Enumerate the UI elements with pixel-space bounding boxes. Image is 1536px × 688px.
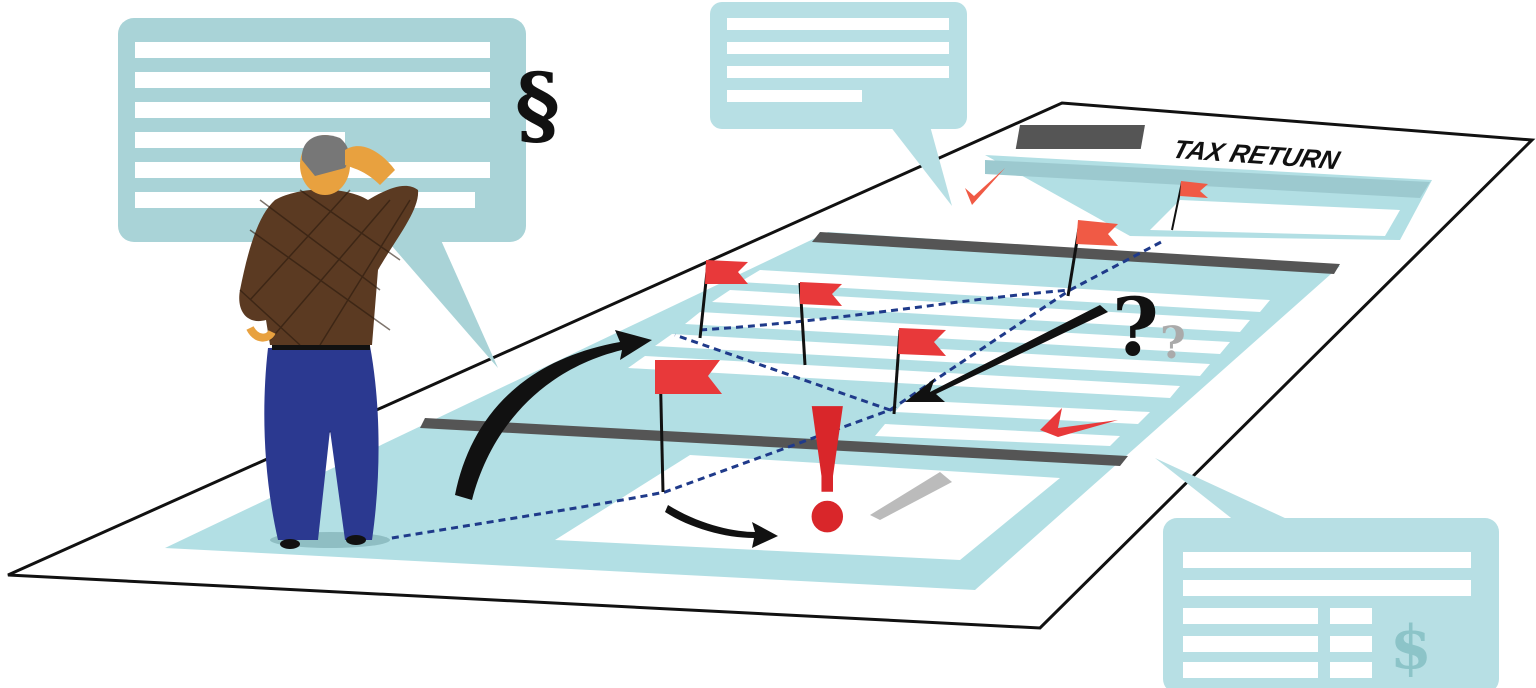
- speech-bubble-top: [710, 2, 967, 206]
- exclamation-shadow: [870, 472, 952, 520]
- dollar-icon: $: [1390, 613, 1432, 683]
- flag-icon: [655, 359, 722, 493]
- speech-bubble-payment: $: [1155, 458, 1499, 688]
- checkmark-icon: [965, 168, 1005, 205]
- question-icon: ?: [1112, 280, 1159, 374]
- exclamation-icon: !: [790, 371, 865, 571]
- section-symbol: §: [515, 55, 560, 156]
- speech-bubble-rules: [118, 18, 526, 368]
- flag-icon: [798, 282, 842, 366]
- curved-arrow-icon: [455, 330, 652, 500]
- question-shadow-icon: ?: [1160, 318, 1186, 369]
- flag-icon: [698, 260, 748, 339]
- flag-icon: [1066, 220, 1118, 297]
- flag-icon: [1171, 181, 1208, 231]
- checkmark-icon: [1040, 408, 1118, 437]
- arrow-icon: [905, 305, 1108, 402]
- form-section-main: [165, 232, 1340, 590]
- form-top-bar: [985, 160, 1430, 198]
- form-logo-block: [1015, 125, 1145, 149]
- curved-arrow-icon: [665, 505, 778, 548]
- confused-person: [239, 134, 419, 549]
- arrows: [455, 305, 1108, 548]
- flag-icon: [892, 328, 946, 415]
- form-divider: [420, 418, 1128, 466]
- flags: [655, 181, 1208, 493]
